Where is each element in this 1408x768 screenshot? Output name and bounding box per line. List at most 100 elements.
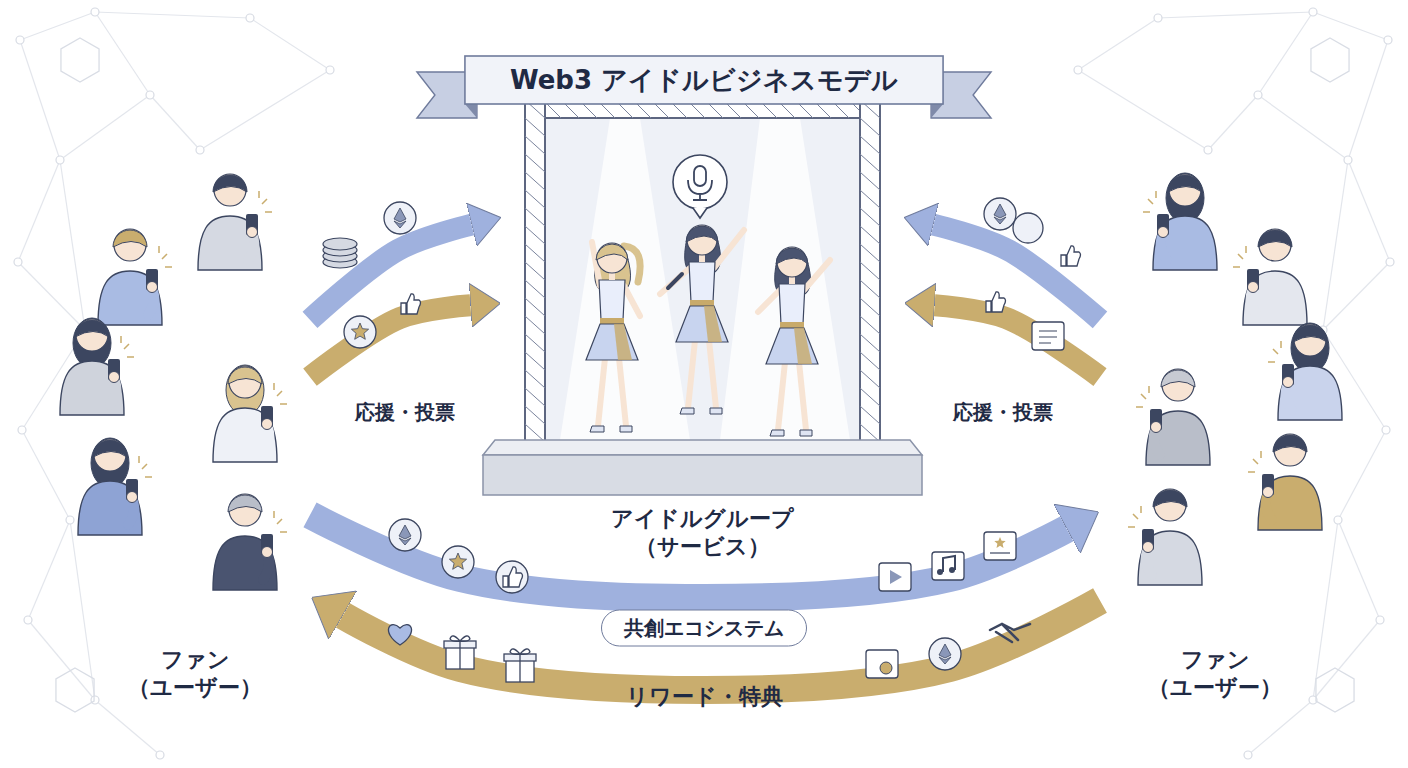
icon-circle [389, 519, 421, 551]
sparkle [1143, 191, 1156, 212]
edge-label: リワード・特典 [626, 682, 783, 712]
truss-brace [860, 280, 880, 298]
idol-leg [598, 358, 605, 426]
fan-hair [228, 367, 262, 384]
network-line [1208, 95, 1258, 150]
idol-leg [799, 362, 806, 430]
network-line [1158, 12, 1313, 18]
edge-label: 応援・投票 [953, 399, 1053, 426]
truss-frame [860, 100, 880, 445]
fan-figure [198, 174, 272, 270]
network-dot [1074, 66, 1082, 74]
thumb-icon [986, 292, 1006, 312]
hand-mic [668, 274, 682, 288]
idol-head [597, 243, 627, 273]
truss-brace [860, 352, 880, 370]
network-dot [146, 91, 154, 99]
fan-head [114, 229, 146, 261]
fan-hair [1168, 175, 1202, 192]
network-dot [1204, 146, 1212, 154]
eth-symbol [394, 208, 406, 228]
idol-leg [619, 358, 626, 426]
title: Web3 アイドルビジネスモデル [510, 63, 898, 98]
sparkle [159, 246, 172, 267]
fan-figure [98, 229, 172, 325]
flow-arrow [935, 305, 1100, 377]
truss-brace [860, 406, 880, 424]
star-symbol [449, 553, 466, 569]
network-line [22, 430, 70, 520]
network-dot [246, 14, 254, 22]
icon-badge [1013, 213, 1043, 243]
truss-brace [525, 172, 545, 190]
fan-head [94, 439, 126, 471]
doc-lines [1039, 331, 1057, 343]
network-dot [1344, 156, 1352, 164]
network-pattern [1074, 8, 1394, 759]
icon-circle [1013, 213, 1043, 243]
network-dot [1384, 36, 1392, 44]
icon-badge [344, 316, 376, 348]
doc-icon [984, 532, 1016, 560]
thumbs-up-symbol [503, 567, 523, 587]
network-dot [156, 751, 164, 759]
truss-brace [525, 280, 545, 298]
star-symbol [994, 537, 1005, 548]
fan-head [76, 319, 108, 351]
network-pattern [14, 8, 334, 759]
idol-figure [758, 247, 830, 436]
ribbon-fold [931, 104, 943, 118]
network-line [150, 95, 200, 150]
network-dot [1386, 258, 1394, 266]
handshake-icon [990, 624, 1030, 642]
sparkle [121, 336, 134, 357]
truss-brace [860, 316, 880, 334]
idol-hair [596, 244, 628, 260]
network-dot [1254, 91, 1262, 99]
fan-hair [213, 175, 247, 192]
music-icon [932, 552, 964, 580]
eth-symbol [399, 525, 411, 545]
truss-brace [860, 388, 880, 406]
fan-head [214, 174, 246, 206]
sparkle [139, 456, 152, 477]
network-line [18, 160, 60, 262]
eth-symbol [939, 644, 951, 664]
fan-head [1154, 489, 1186, 521]
user-group-node: ファン （ユーザー） [1100, 170, 1370, 715]
fan-hand [1143, 542, 1154, 553]
truss-brace [525, 154, 545, 172]
idol-head [687, 225, 717, 255]
network-dot [1334, 516, 1342, 524]
star-symbol [351, 323, 368, 339]
idol-head [777, 247, 807, 277]
stage-backdrop [545, 118, 860, 443]
fan-hand [1263, 487, 1274, 498]
icon-badge [929, 638, 961, 670]
fan-head [1274, 434, 1306, 466]
fan-hand [147, 282, 158, 293]
icon-badge [389, 519, 421, 551]
mic-icon [694, 166, 706, 186]
spotlight-beam [560, 118, 690, 440]
network-line [1248, 700, 1313, 755]
fan-hand [109, 372, 120, 383]
video-icon [879, 563, 911, 591]
coin [323, 238, 357, 250]
gift-icon [504, 649, 536, 682]
idol-boot [590, 426, 632, 432]
network-line [60, 160, 85, 330]
service-node: アイドルグループ （サービス） [500, 110, 905, 570]
icon-card [1032, 322, 1064, 350]
icon-badge [384, 202, 416, 234]
truss-brace [525, 226, 545, 244]
thumbs-up-symbol [401, 294, 421, 314]
network-dot [56, 156, 64, 164]
idol-top [779, 284, 805, 324]
network-line [1078, 18, 1158, 70]
fan-hair [1161, 370, 1195, 387]
gift-icon [444, 636, 476, 669]
ecosystem-pill: 共創エコシステム [601, 610, 807, 647]
fan-hair [1258, 230, 1292, 247]
truss-brace [525, 406, 545, 424]
